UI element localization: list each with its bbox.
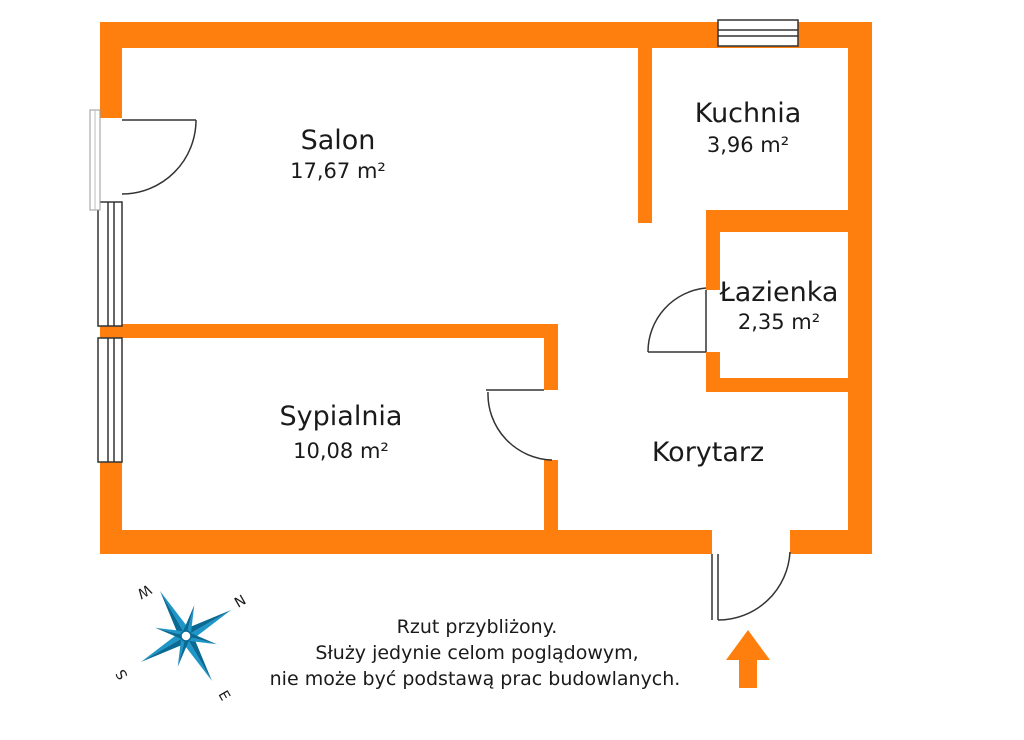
doors: [121, 119, 791, 621]
note-line-1: Rzut przybliżony.: [397, 616, 558, 638]
compass-long-points: [140, 590, 232, 682]
door-entrance: [711, 551, 791, 621]
room-area-salon: 17,67 m²: [290, 159, 386, 183]
compass-rose-icon: [140, 590, 232, 682]
wall-kitchen-left: [638, 48, 652, 223]
compass-short-points: [155, 605, 217, 667]
wall-outer-left-top: [100, 22, 122, 118]
room-name-kuchnia: Kuchnia: [695, 98, 802, 129]
walls: [100, 22, 872, 554]
wall-salon-bedroom: [100, 324, 558, 338]
room-area-lazienka: 2,35 m²: [738, 310, 820, 334]
windows: [89, 19, 799, 463]
compass-letter-w: W: [134, 581, 154, 602]
note-line-3: nie może być podstawą prac budowlanych.: [270, 668, 681, 690]
door-bathroom: [647, 287, 707, 353]
wall-bathroom-bottom: [706, 378, 848, 392]
compass-letter-s: S: [113, 666, 131, 682]
compass-letter-n: N: [232, 592, 249, 611]
wall-outer-left-bottom: [100, 460, 122, 554]
window-top: [717, 19, 799, 47]
door-bedroom: [486, 389, 553, 461]
room-area-sypialnia: 10,08 m²: [293, 439, 389, 463]
wall-bedroom-right-upper: [544, 324, 558, 390]
wall-bathroom-left-upper: [706, 210, 720, 290]
room-name-salon: Salon: [301, 125, 376, 156]
window-left-upper: [97, 201, 123, 327]
wall-outer-bottom-right: [790, 530, 872, 554]
wall-outer-bottom-left: [100, 530, 712, 554]
door-balcony: [121, 119, 197, 195]
wall-outer-right: [848, 22, 872, 554]
entrance-arrow-icon: [726, 630, 770, 688]
room-labels: Salon 17,67 m² Kuchnia 3,96 m² Łazienka …: [280, 98, 839, 468]
wall-bathroom-top: [706, 210, 848, 232]
window-left-lower: [97, 337, 123, 463]
room-name-korytarz: Korytarz: [652, 437, 764, 468]
room-name-lazienka: Łazienka: [719, 277, 839, 308]
note-line-2: Służy jedynie celom poglądowym,: [315, 642, 638, 664]
disclaimer-note: Rzut przybliżony. Służy jedynie celom po…: [270, 616, 681, 690]
balcony-door-frame: [89, 109, 101, 211]
wall-bedroom-right-lower: [544, 460, 558, 540]
room-name-sypialnia: Sypialnia: [280, 401, 403, 432]
room-area-kuchnia: 3,96 m²: [707, 133, 789, 157]
compass-letter-e: E: [215, 688, 233, 704]
